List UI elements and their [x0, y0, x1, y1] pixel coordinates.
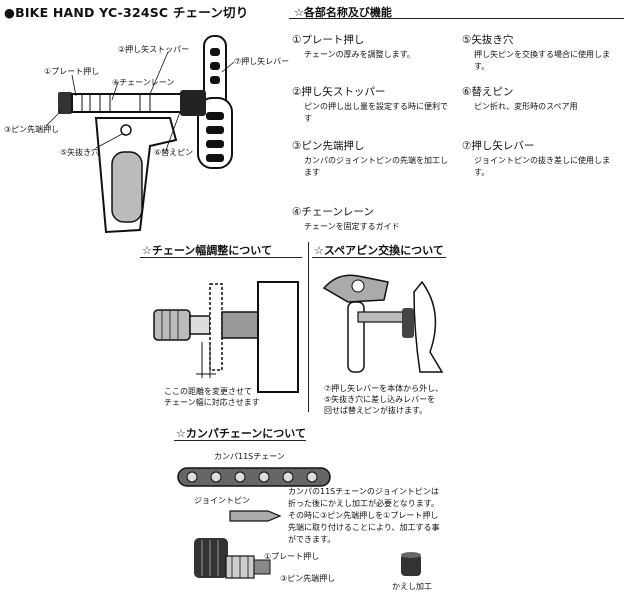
paragraph-line: 折った後にかえし加工が必要となります。: [288, 499, 439, 508]
part-item-name: ①プレート押し: [292, 34, 365, 46]
part-item-name: ⑦押し矢レバー: [462, 140, 535, 152]
part-item-7: ⑦押し矢レバー ジョイントピンの抜き差しに使用します。: [462, 138, 622, 179]
part-item-5: ⑤矢抜き穴 押し矢ピンを交換する場合に使用します。: [462, 32, 622, 73]
caption-line: ⑦押し矢レバーを本体から外し、: [324, 384, 444, 393]
paragraph-line: カンパの11Sチェーンのジョイントピンは: [288, 487, 439, 496]
part-item-desc: 押し矢ピンを交換する場合に使用します。: [474, 50, 610, 71]
caption-line: ここの距離を変更させて: [164, 387, 252, 396]
caption-line: ⑤矢抜き穴に差し込みレバーを: [324, 395, 436, 404]
campa-chain-label: カンパ11Sチェーン: [214, 452, 285, 461]
part-item-6: ⑥替えピン ピン折れ、変形時のスペア用: [462, 84, 622, 113]
spare-pin-caption: ⑦押し矢レバーを本体から外し、 ⑤矢抜き穴に差し込みレバーを 回せば替えピンが抜…: [324, 383, 443, 416]
width-adjust-heading: ☆チェーン幅調整について: [142, 244, 272, 257]
part-item-3: ③ピン先端押し カンパのジョイントピンの先端を加工します: [292, 138, 454, 179]
chain-tool-illustration: [45, 35, 235, 234]
spare-pin-heading: ☆スペアピン交換について: [314, 244, 444, 257]
paragraph-line: 先端に取り付けることにより、加工する事: [288, 523, 440, 532]
label-plate-push: ①プレート押し: [44, 67, 100, 76]
part-item-name: ④チェーンレーン: [292, 206, 374, 218]
label-pin-hole: ⑤矢抜き穴: [60, 148, 100, 157]
label-push-pin-lever: ⑦押し矢レバー: [234, 57, 290, 66]
width-adjust-caption: ここの距離を変更させて チェーン幅に対応させます: [164, 386, 260, 408]
page-title: ●BIKE HAND YC-324SC チェーン切り: [4, 5, 249, 20]
spare-pin-heading-rule: [312, 257, 446, 258]
plate-push-illustration: [194, 538, 271, 579]
parts-heading: ☆各部名称及び機能: [294, 6, 392, 19]
kaeshi-label: かえし加工: [392, 582, 432, 591]
part-item-desc: カンパのジョイントピンの先端を加工します: [304, 156, 448, 177]
part-item-4: ④チェーンレーン チェーンを固定するガイド: [292, 204, 462, 233]
part-item-desc: ピン折れ、変形時のスペア用: [474, 102, 578, 111]
paragraph-line: その時に③ピン先端押しを①プレート押し: [288, 511, 439, 520]
spare-pin-illustration: [322, 274, 444, 373]
part-item-desc: チェーンを固定するガイド: [304, 222, 400, 231]
caption-line: チェーン幅に対応させます: [164, 398, 260, 407]
label-chain-lane: ④チェーンレーン: [112, 78, 175, 87]
label-spare-pin: ⑥替えピン: [154, 148, 194, 157]
parts-heading-rule: [289, 18, 624, 19]
kaeshi-illustration: [401, 552, 421, 576]
part-item-desc: チェーンの厚みを調整します。: [304, 50, 415, 59]
paragraph-line: ができます。: [288, 535, 336, 544]
campa-pin-tip-label: ③ピン先端押し: [280, 574, 336, 583]
chain-illustration: [177, 467, 331, 487]
campa-paragraph: カンパの11Sチェーンのジョイントピンは 折った後にかえし加工が必要となります。…: [288, 486, 458, 546]
joint-pin-illustration: [229, 510, 282, 522]
part-item-2: ②押し矢ストッパー ピンの押し出し量を設定する時に便利です: [292, 84, 454, 125]
width-adjust-illustration: [153, 281, 299, 393]
width-adjust-heading-rule: [140, 257, 302, 258]
campa-plate-push-label: ①プレート押し: [264, 552, 320, 561]
caption-line: 回せば替えピンが抜けます。: [324, 406, 428, 415]
label-push-pin-stopper: ②押し矢ストッパー: [118, 45, 190, 54]
part-item-name: ⑥替えピン: [462, 86, 514, 98]
part-item-1: ①プレート押し チェーンの厚みを調整します。: [292, 32, 452, 61]
campa-heading-rule: [174, 440, 306, 441]
section-divider: [308, 242, 309, 412]
part-item-desc: ピンの押し出し量を設定する時に便利です: [304, 102, 448, 123]
label-pin-tip-push: ③ピン先端押し: [4, 125, 60, 134]
part-item-name: ⑤矢抜き穴: [462, 34, 514, 46]
joint-pin-label: ジョイントピン: [194, 496, 250, 505]
part-item-name: ②押し矢ストッパー: [292, 86, 386, 98]
part-item-desc: ジョイントピンの抜き差しに使用します。: [474, 156, 610, 177]
part-item-name: ③ピン先端押し: [292, 140, 365, 152]
campa-heading: ☆カンパチェーンについて: [176, 427, 306, 440]
